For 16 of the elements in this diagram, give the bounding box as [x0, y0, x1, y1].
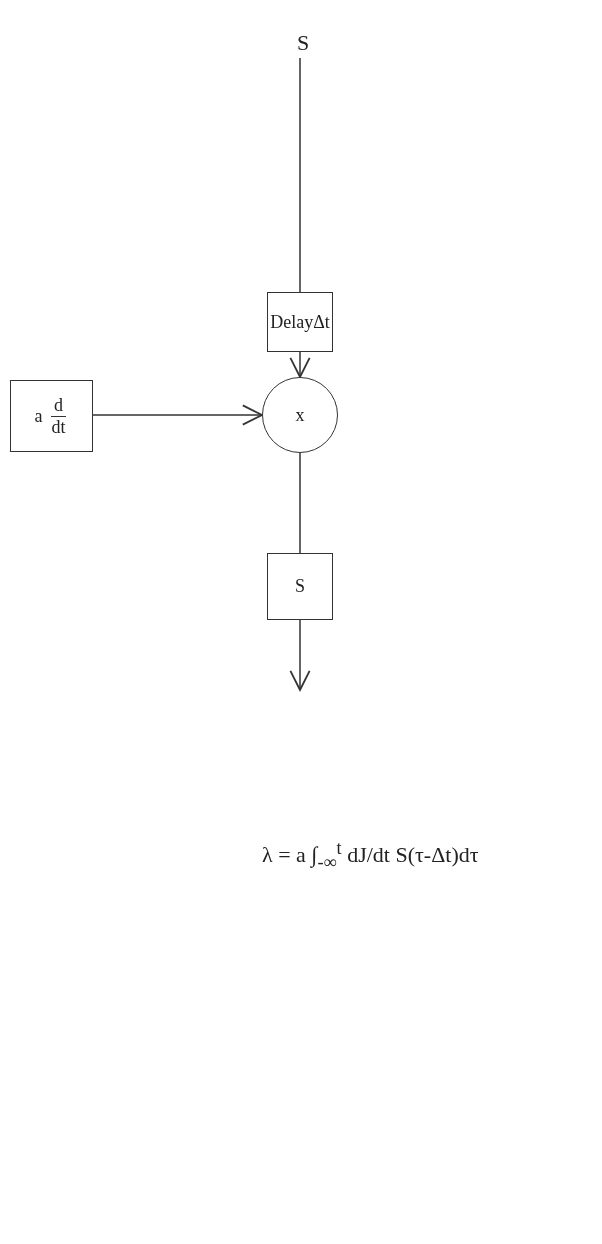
process-box [267, 553, 333, 620]
variable-text: a [34, 405, 43, 427]
denominator-text: dt [50, 416, 67, 438]
node-text: S [296, 30, 310, 56]
connector-line [299, 57, 301, 293]
arrow [289, 619, 311, 691]
process-box [10, 380, 93, 452]
connector-line [299, 452, 301, 554]
node-text: x [295, 404, 305, 426]
node-text: S [295, 576, 305, 597]
arrow [289, 351, 311, 378]
process-box [267, 292, 333, 352]
numerator-text: d [51, 394, 66, 417]
arrow [92, 404, 263, 426]
node-text: DelayΔt [270, 311, 330, 333]
formula-text: λ = a ∫$_{-∞}$$^{t}$ dJ/dt S(τ-Δt)dτ [262, 838, 479, 873]
